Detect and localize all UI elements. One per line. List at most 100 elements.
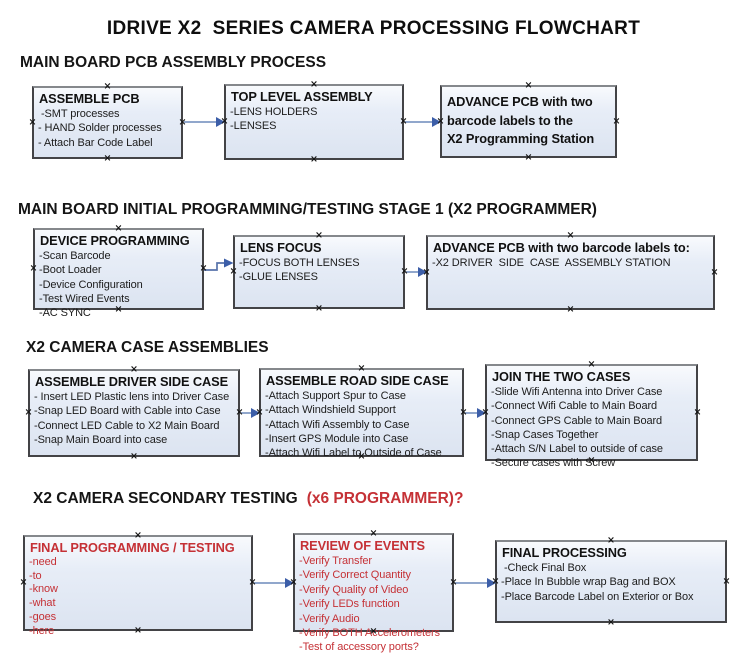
connection-point-icon: × [134, 530, 142, 541]
connection-point-icon: × [357, 451, 366, 462]
section-heading-red-suffix: (x6 PROGRAMMER)? [306, 490, 464, 507]
flow-box-join-the-two-cases[interactable]: JOIN THE TWO CASES -Slide Wifi Antenna i… [482, 360, 702, 470]
connection-point-icon: × [722, 575, 731, 587]
connection-point-icon: × [289, 576, 298, 588]
section-heading-pcb-assembly: MAIN BOARD PCB ASSEMBLY PROCESS [20, 54, 327, 71]
connection-point-icon: × [491, 575, 500, 587]
box-title: ADVANCE PCB with two barcode labels to t… [447, 94, 595, 146]
connection-point-icon: × [710, 266, 719, 278]
elbow-arrow-icon [204, 258, 234, 271]
box-item: -Verify BOTH Accelerometers [299, 627, 440, 640]
flow-box-assemble-road-side-case[interactable]: ASSEMBLE ROAD SIDE CASE -Attach Support … [256, 364, 468, 462]
box-item: -Snap Cases Together [491, 428, 599, 441]
box-title: REVIEW OF EVENTS [300, 538, 425, 553]
box-title: ASSEMBLE DRIVER SIDE CASE [35, 374, 229, 389]
flow-box-lens-focus[interactable]: LENS FOCUS -FOCUS BOTH LENSES-GLUE LENSE… [230, 231, 409, 314]
box-items: -Verify Transfer-Verify Correct Quantity… [295, 553, 452, 655]
box-items: -FOCUS BOTH LENSES-GLUE LENSES [235, 255, 403, 285]
connection-point-icon: × [130, 364, 138, 375]
box-item: -Verify Correct Quantity [299, 569, 411, 582]
connection-point-icon: × [103, 153, 112, 164]
connection-point-icon: × [310, 79, 318, 90]
flow-box-advance-pcb-programming-station[interactable]: ADVANCE PCB with two barcode labels to t… [437, 81, 621, 163]
flow-box-assemble-pcb[interactable]: ASSEMBLE PCB -SMT processes- HAND Solder… [29, 82, 187, 164]
connection-point-icon: × [400, 266, 409, 277]
flow-arrow-review-to-final-processing[interactable] [454, 578, 496, 588]
flow-box-top-level-assembly[interactable]: TOP LEVEL ASSEMBLY -LENS HOLDERS-LENSES … [221, 80, 408, 165]
arrow-line [241, 412, 253, 414]
flow-arrow-device-programming-to-lens-focus[interactable] [204, 258, 234, 275]
box-items: - Insert LED Plastic lens into Driver Ca… [30, 389, 238, 447]
connection-point-icon: × [566, 304, 575, 315]
box-title: LENS FOCUS [240, 240, 322, 255]
connection-point-icon: × [24, 407, 33, 418]
box-item: -Attach Wifi Label to Outside of Case [265, 447, 442, 460]
flow-arrow-driver-case-to-road-case[interactable] [240, 408, 260, 418]
arrow-head-icon [418, 267, 427, 277]
section-heading-case-assemblies: X2 CAMERA CASE ASSEMBLIES [26, 339, 269, 356]
flow-arrow-road-case-to-join-cases[interactable] [464, 408, 486, 418]
connection-point-icon: × [315, 303, 323, 314]
box-item: -Attach Support Spur to Case [265, 390, 406, 402]
flow-arrow-final-programming-to-review[interactable] [253, 578, 294, 588]
connection-point-icon: × [369, 528, 378, 539]
box-items: -Slide Wifi Antenna into Driver Case-Con… [487, 384, 696, 471]
arrow-head-icon [251, 408, 260, 418]
box-item: -Attach Wifi Assembly to Case [265, 418, 410, 431]
flow-box-final-processing[interactable]: FINAL PROCESSING -Check Final Box-Place … [492, 536, 731, 628]
arrow-line [455, 582, 489, 584]
flow-arrow-lens-focus-to-advance-pcb[interactable] [405, 267, 427, 277]
box-title: DEVICE PROGRAMMING [40, 233, 190, 248]
box-item: -Verify Quality of Video [299, 583, 409, 596]
connection-point-icon: × [28, 116, 37, 128]
box-item: -Connect LED Cable to X2 Main Board [34, 419, 220, 432]
connection-point-icon: × [357, 363, 366, 374]
flow-box-review-of-events[interactable]: REVIEW OF EVENTS -Verify Transfer-Verify… [290, 529, 458, 654]
connection-point-icon: × [235, 407, 244, 418]
box-title: ASSEMBLE ROAD SIDE CASE [266, 373, 449, 388]
arrow-line [184, 121, 218, 123]
box-item: -Verify LEDs function [299, 598, 400, 611]
connection-point-icon: × [399, 116, 408, 127]
box-item: -Scan Barcode [39, 250, 111, 262]
connection-point-icon: × [19, 577, 28, 588]
connection-point-icon: × [310, 154, 318, 165]
box-title: JOIN THE TWO CASES [492, 369, 631, 384]
box-item: -need [29, 556, 57, 568]
box-item: - Insert LED Plastic lens into Driver Ca… [34, 391, 230, 403]
flow-box-final-programming-testing[interactable]: FINAL PROGRAMMING / TESTING -need-to-kno… [20, 531, 257, 637]
box-title: FINAL PROCESSING [502, 545, 627, 560]
arrow-line [405, 121, 434, 123]
section-heading-initial-programming: MAIN BOARD INITIAL PROGRAMMING/TESTING S… [18, 201, 597, 218]
connection-point-icon: × [449, 576, 458, 588]
connection-point-icon: × [199, 263, 208, 274]
box-item: -X2 DRIVER SIDE CASE ASSEMBLY STATION [432, 257, 671, 269]
box-item: -Attach Windshield Support [265, 404, 396, 417]
box-item: -what [29, 597, 56, 610]
box-items: -LENS HOLDERS-LENSES [226, 104, 402, 134]
box-items: -X2 DRIVER SIDE CASE ASSEMBLY STATION [428, 255, 713, 270]
flow-box-assemble-driver-side-case[interactable]: ASSEMBLE DRIVER SIDE CASE - Insert LED P… [25, 365, 244, 462]
connection-point-icon: × [524, 152, 533, 163]
arrow-head-icon [216, 117, 225, 127]
box-item: -LENSES [230, 120, 277, 133]
flow-arrow-top-level-to-advance-pcb[interactable] [404, 117, 441, 127]
connection-point-icon: × [220, 116, 229, 127]
arrow-line [465, 412, 479, 414]
box-title: ADVANCE PCB with two barcode labels to: [433, 240, 690, 255]
box-item: -SMT processes [38, 108, 120, 120]
connection-point-icon: × [436, 115, 445, 127]
box-item: -goes [29, 610, 57, 623]
box-item: -Test of accessory ports? [299, 641, 419, 654]
box-item: -Verify Audio [299, 612, 360, 625]
box-item: -Attach S/N Label to outside of case [491, 443, 663, 456]
box-title: TOP LEVEL ASSEMBLY [231, 89, 373, 104]
flow-arrow-assemble-pcb-to-top-level[interactable] [183, 117, 225, 127]
arrow-line [254, 582, 287, 584]
connection-point-icon: × [114, 223, 123, 234]
connection-point-icon: × [481, 406, 490, 418]
flow-box-device-programming[interactable]: DEVICE PROGRAMMING -Scan Barcode-Boot Lo… [30, 224, 208, 319]
connection-point-icon: × [255, 406, 264, 418]
flow-box-advance-pcb-driver-side-station[interactable]: ADVANCE PCB with two barcode labels to: … [423, 231, 719, 315]
